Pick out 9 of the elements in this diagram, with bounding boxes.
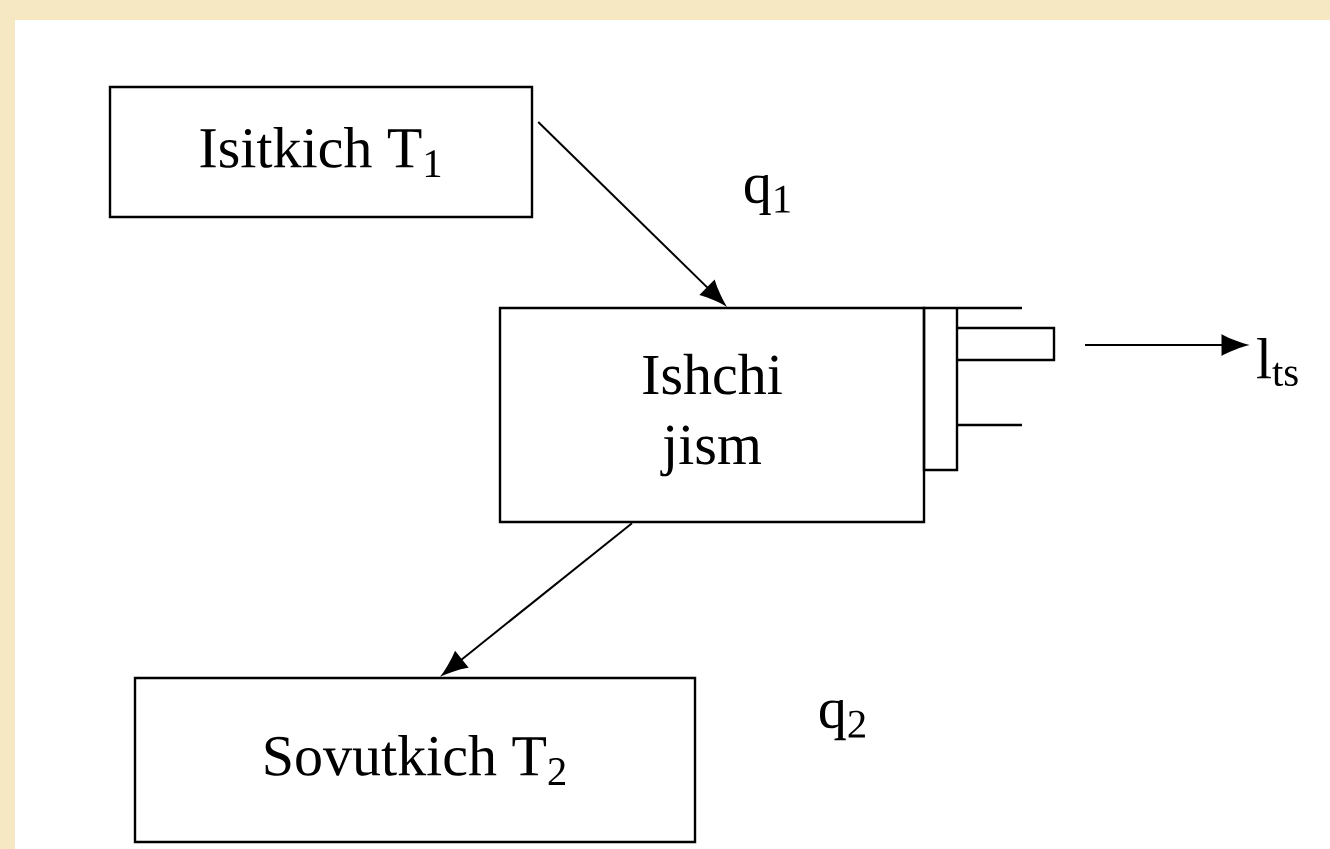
process-box: Isitkich T$_{1}$ [108,85,534,219]
symbol-label: l$_{ts}$ [1257,337,1298,387]
arrow [442,522,633,676]
heat-label: q$_{2}$ [819,699,865,741]
heat-label: q$_{1}$ [744,174,790,216]
arrow [537,121,726,306]
arrow [1084,334,1247,356]
process-box: Sovutkich T$_{2}$ [133,676,697,844]
process-box: Ishchi jism [498,306,926,524]
